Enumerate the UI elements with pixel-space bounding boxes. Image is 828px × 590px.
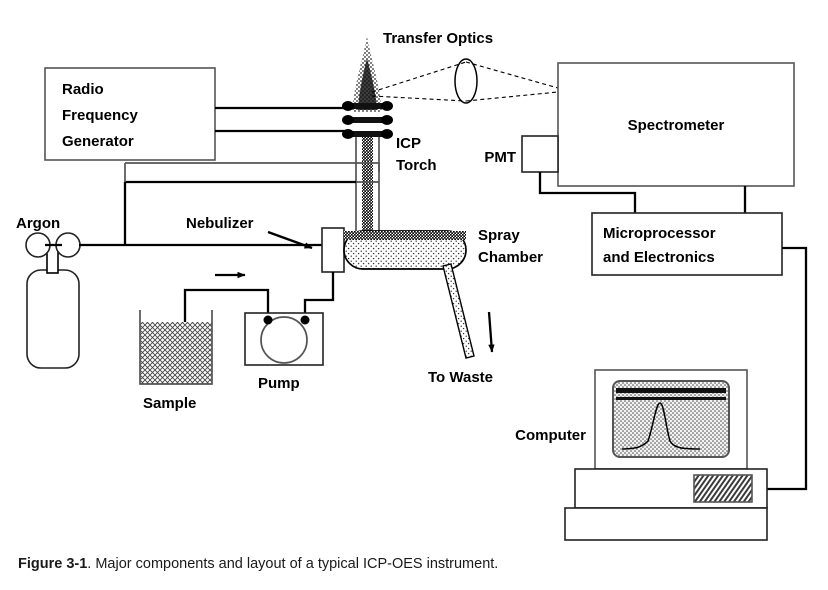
spectrometer-box xyxy=(557,62,795,187)
sample-label: Sample xyxy=(143,395,196,412)
sample-beaker-walls xyxy=(139,310,213,385)
screen-title-bar xyxy=(616,388,726,393)
spectrometer[interactable]: Spectrometer xyxy=(557,62,795,187)
spray-chamber-label-line1: Spray xyxy=(478,227,520,244)
waste-drain: To Waste xyxy=(428,311,495,386)
pump-outlet-nipple xyxy=(300,315,310,325)
spectral-peak-trace xyxy=(621,402,701,450)
nebulizer[interactable]: Nebulizer xyxy=(186,215,345,273)
nebulizer-label: Nebulizer xyxy=(186,215,254,232)
argon-tank-body xyxy=(26,269,80,369)
transfer-optics-label: Transfer Optics xyxy=(383,30,493,47)
spray-chamber-label-line2: Chamber xyxy=(478,249,543,266)
spray-chamber[interactable]: Spray Chamber xyxy=(343,227,543,359)
light-ray-upper-out xyxy=(465,61,559,89)
icp-torch-label-line2: Torch xyxy=(396,157,437,174)
figure-caption: Figure 3-1. Major components and layout … xyxy=(18,556,818,572)
microprocessor-box xyxy=(591,212,783,276)
light-ray-upper-in xyxy=(371,61,467,93)
transfer-optics[interactable]: Transfer Optics xyxy=(371,30,559,104)
nebulizer-body xyxy=(321,227,345,273)
nebulizer-pointer-arrow xyxy=(267,230,313,250)
torch-injector-aerosol xyxy=(362,135,373,235)
tube-sample-to-pump xyxy=(183,288,270,335)
spectrometer-label: Spectrometer xyxy=(628,117,725,134)
pump-inlet-nipple xyxy=(263,315,273,325)
pmt-label: PMT xyxy=(484,149,516,166)
computer-label: Computer xyxy=(515,427,586,444)
light-ray-lower-in xyxy=(371,95,467,102)
figure-number: Figure 3-1 xyxy=(18,556,88,572)
computer[interactable]: Computer xyxy=(515,369,768,541)
keyboard[interactable] xyxy=(564,507,768,541)
light-ray-lower-out xyxy=(465,91,559,102)
icp-torch-label-line1: ICP xyxy=(396,135,421,152)
torch-inlet-upper xyxy=(356,162,380,172)
microprocessor[interactable]: Microprocessor and Electronics xyxy=(591,212,783,276)
plasma-core xyxy=(358,58,377,110)
pmt[interactable]: PMT xyxy=(484,135,637,213)
rf-generator-label-line3: Generator xyxy=(62,133,134,150)
argon-cylinder[interactable]: Argon xyxy=(16,215,81,369)
pmt-box xyxy=(521,135,559,173)
argon-gas-lines xyxy=(79,162,380,247)
to-waste-label: To Waste xyxy=(428,369,493,386)
pump-label: Pump xyxy=(258,375,300,392)
figure-caption-text: . Major components and layout of a typic… xyxy=(87,556,499,572)
lens-icon xyxy=(454,58,478,104)
disk-drive-slot[interactable] xyxy=(693,474,753,503)
sample-tubing xyxy=(183,271,335,335)
peristaltic-pump[interactable]: Pump xyxy=(244,312,324,392)
rf-power-leads xyxy=(215,106,351,133)
waste-flow-arrow xyxy=(487,311,495,353)
rf-generator-label-line2: Frequency xyxy=(62,107,139,124)
rf-generator-box xyxy=(44,67,216,161)
waste-drain-tube xyxy=(442,263,475,359)
spray-chamber-aerosol xyxy=(344,231,466,240)
rf-generator[interactable]: Radio Frequency Generator xyxy=(44,67,216,161)
icp-oes-diagram: Radio Frequency Generator xyxy=(16,30,808,541)
pmt-signal-cable xyxy=(538,172,637,213)
load-coil xyxy=(342,101,393,139)
rf-generator-label-line1: Radio xyxy=(62,81,104,98)
tube-pump-to-nebulizer xyxy=(303,272,335,318)
microprocessor-label-line2: and Electronics xyxy=(603,249,715,266)
icp-torch[interactable]: ICP Torch xyxy=(342,37,437,235)
sample-liquid xyxy=(140,322,212,384)
pump-roller-head xyxy=(260,316,308,364)
pump-housing xyxy=(244,312,324,366)
argon-label: Argon xyxy=(16,215,60,232)
microprocessor-label-line1: Microprocessor xyxy=(603,225,716,242)
sample-beaker[interactable]: Sample xyxy=(139,310,213,412)
screen-menu-bar xyxy=(616,397,726,400)
